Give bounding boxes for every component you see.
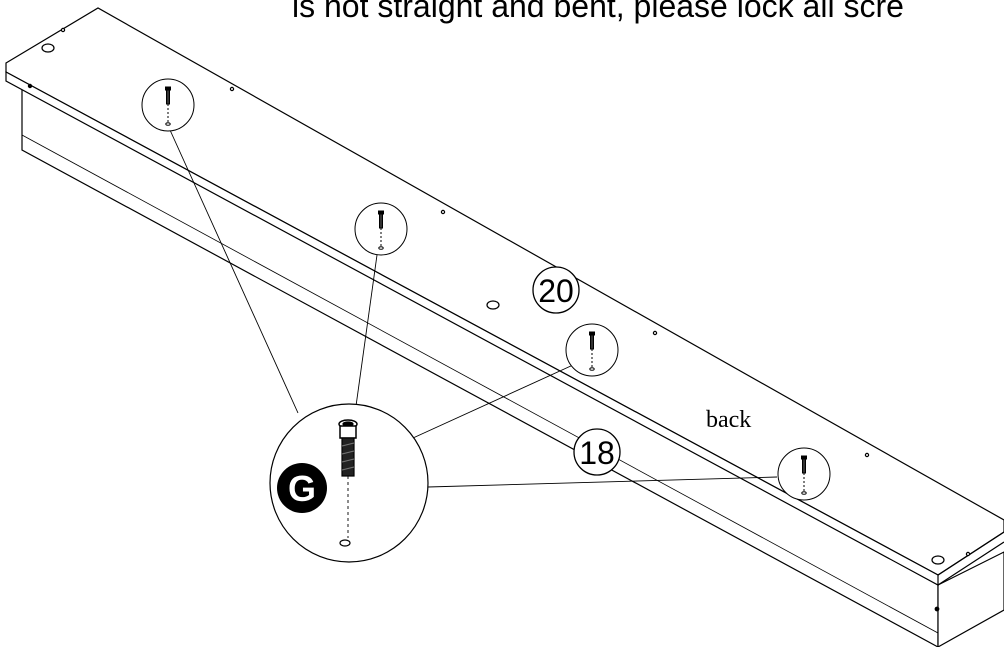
screw-bubble-4 xyxy=(777,447,831,501)
hardware-g-label: G xyxy=(288,468,316,509)
screw-detail-large xyxy=(269,403,429,563)
screw-bubble-1 xyxy=(141,78,195,132)
callout-part-18: 18 xyxy=(573,428,621,476)
back-label: back xyxy=(706,407,751,433)
screw-bubble-2 xyxy=(354,202,408,256)
leader-lines xyxy=(169,129,778,488)
right-leg xyxy=(934,551,1004,649)
hardware-g-badge: G xyxy=(277,463,327,513)
callout-part-20: 20 xyxy=(532,266,580,314)
top-board xyxy=(5,7,1004,587)
part-18-label: 18 xyxy=(579,435,615,471)
instruction-text: is not straight and bent, please lock al… xyxy=(292,0,904,24)
front-panel xyxy=(21,83,939,649)
screw-bubble-3 xyxy=(565,323,619,377)
part-20-label: 20 xyxy=(538,273,574,309)
